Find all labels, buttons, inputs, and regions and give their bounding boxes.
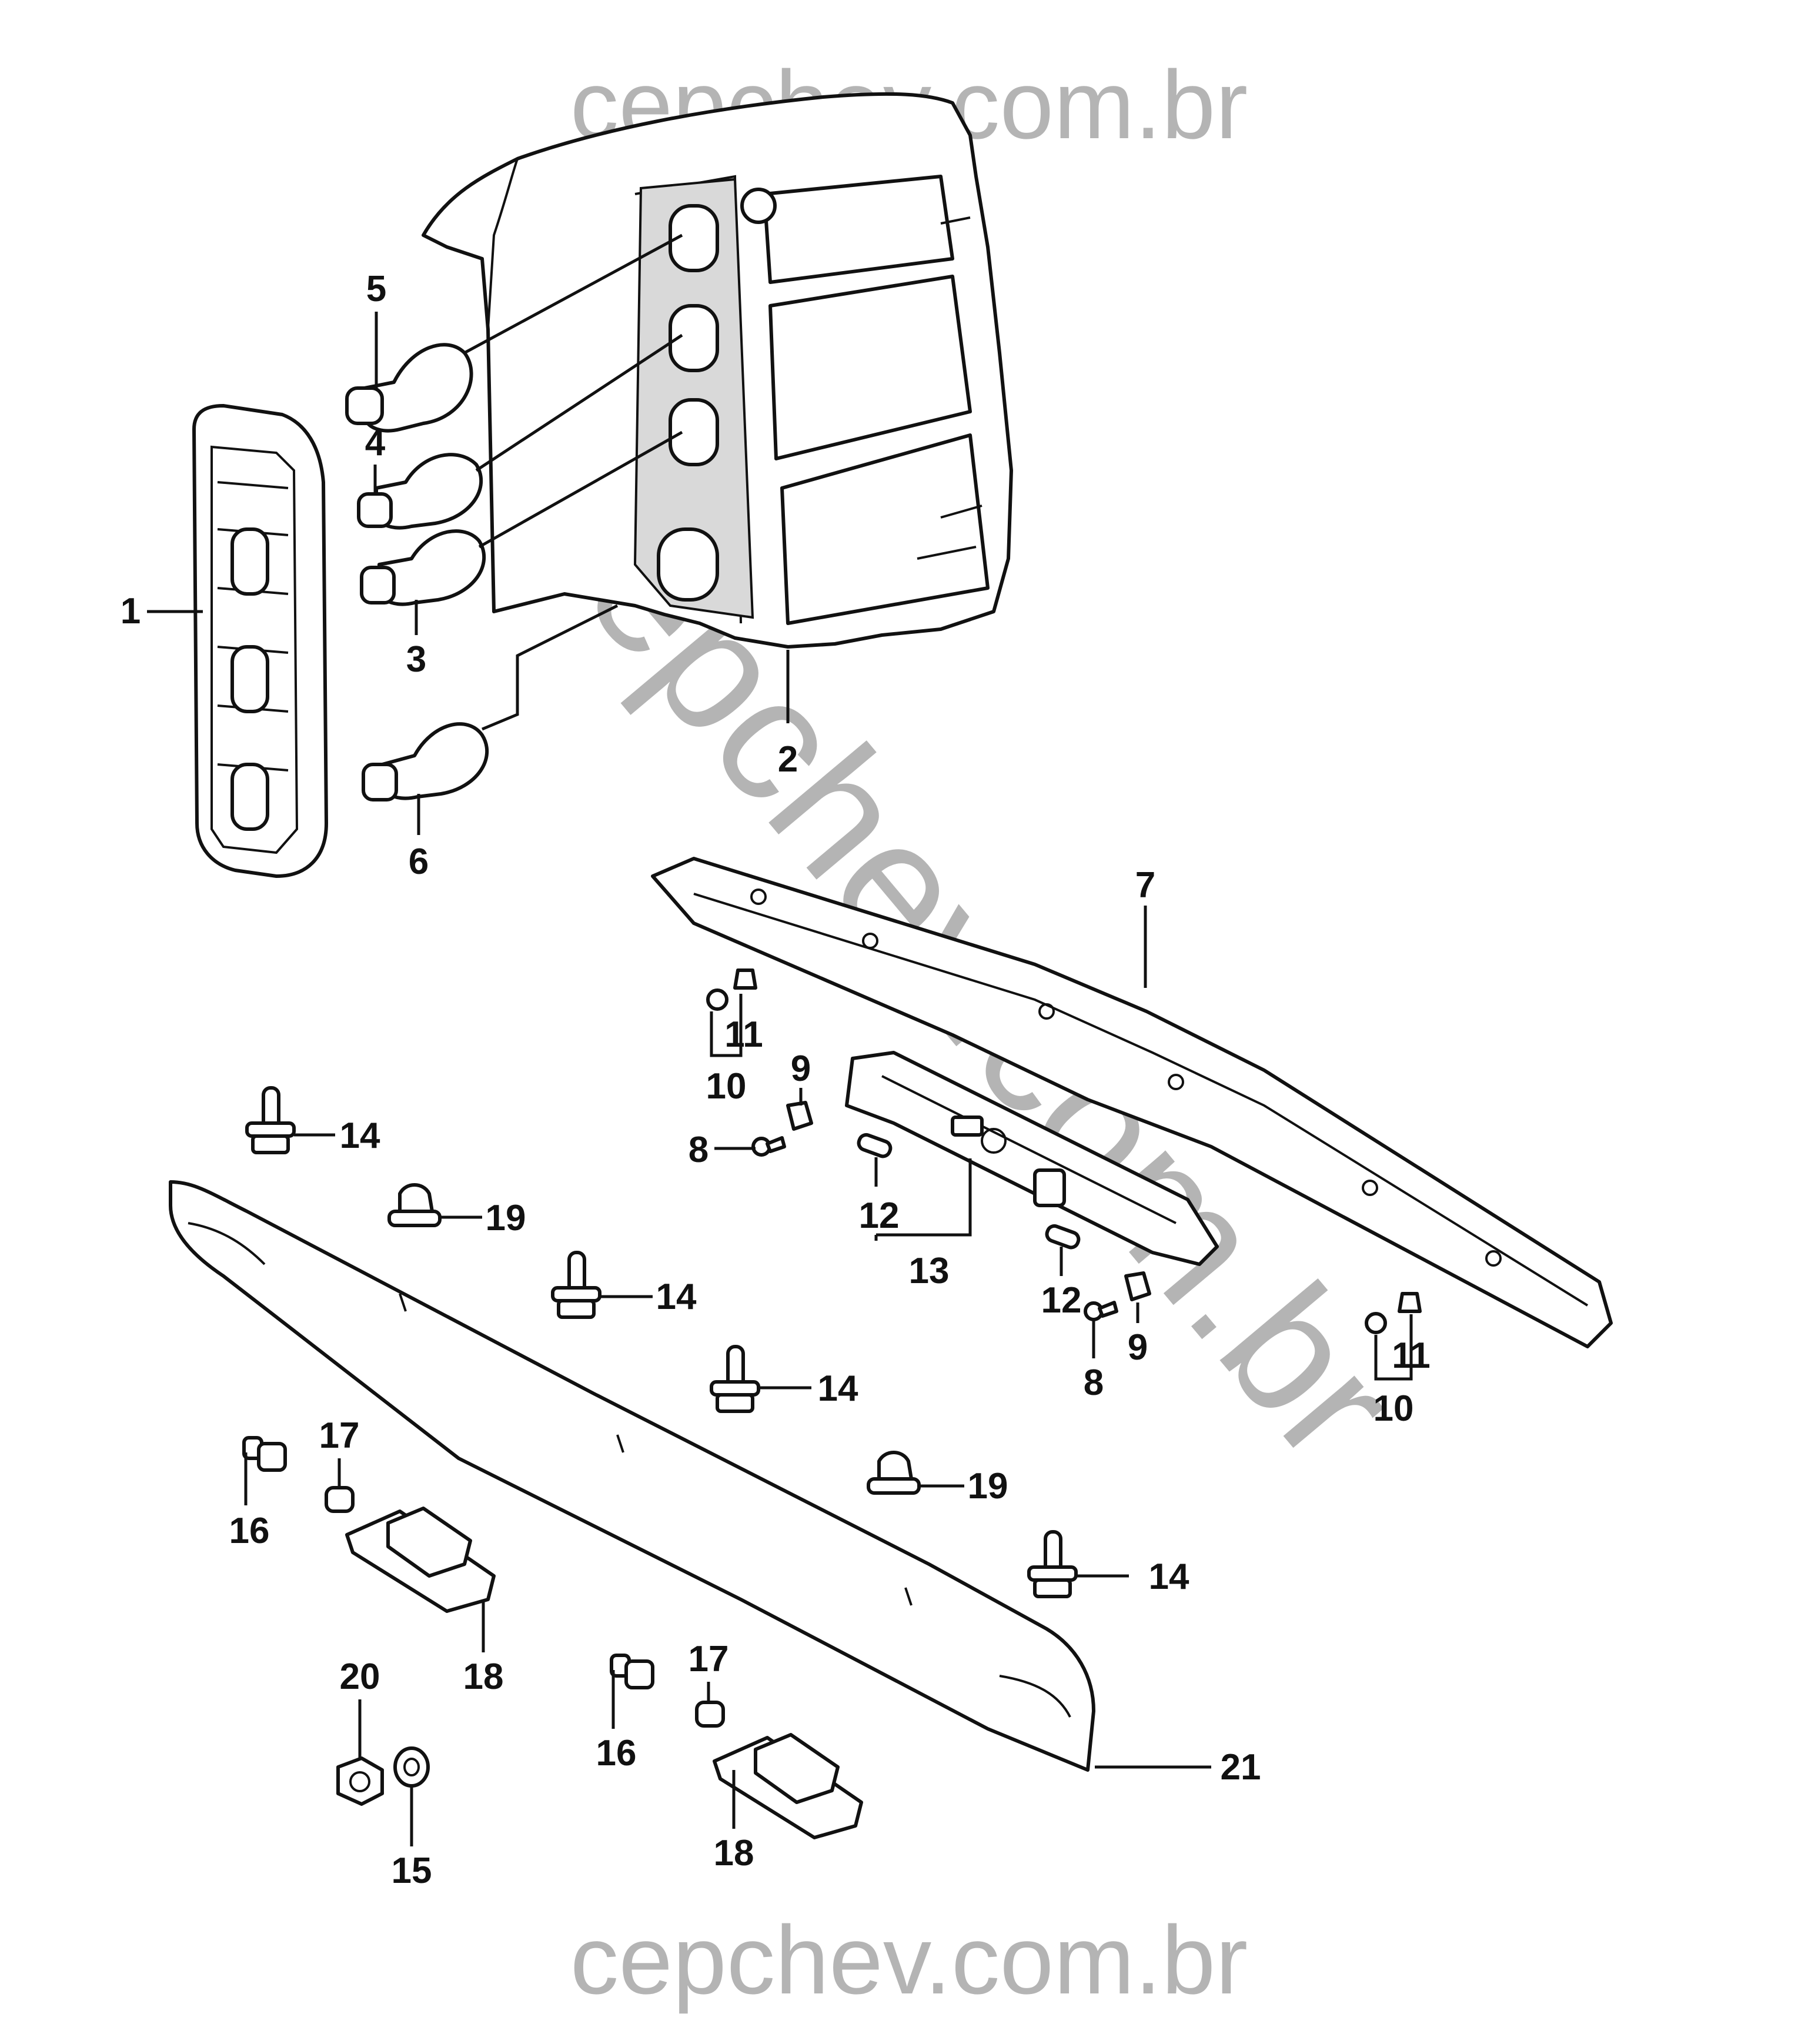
callout-12-a: 12 <box>859 1195 900 1236</box>
callout-16-b: 16 <box>596 1733 637 1774</box>
callout-7: 7 <box>1135 865 1155 906</box>
bulb-6-leader <box>482 604 619 731</box>
callout-10-a: 10 <box>706 1066 747 1107</box>
light-bar-13 <box>845 1051 1219 1266</box>
callout-11-b: 11 <box>1392 1335 1431 1376</box>
screw-8-a <box>751 1136 786 1157</box>
license-lamp-18-a <box>345 1507 496 1613</box>
callout-5: 5 <box>366 269 386 309</box>
bulb-3 <box>360 529 486 606</box>
push-pin-14-a <box>245 1086 296 1154</box>
washer-10-b <box>1365 1312 1387 1334</box>
callout-14-c: 14 <box>818 1368 858 1409</box>
push-pin-14-b <box>551 1251 601 1319</box>
tail-lamp-housing <box>422 92 1013 649</box>
callout-12-b: 12 <box>1041 1280 1082 1321</box>
bulb-3-leader <box>478 430 683 549</box>
bulb-4 <box>357 453 483 530</box>
callout-2: 2 <box>778 739 798 780</box>
callout-17-b: 17 <box>689 1639 729 1679</box>
screw-8-b <box>1084 1301 1118 1321</box>
nut-11-b <box>1398 1292 1422 1313</box>
sleeve-17-a <box>325 1486 355 1513</box>
callout-18-b: 18 <box>714 1833 754 1873</box>
callout-21: 21 <box>1221 1747 1261 1788</box>
callout-8-b: 8 <box>1084 1362 1104 1403</box>
bulb-16-b <box>610 1654 654 1689</box>
callout-3: 3 <box>406 639 426 680</box>
callout-6: 6 <box>409 841 429 882</box>
pin-12-a <box>857 1133 893 1158</box>
washer-15 <box>393 1746 430 1788</box>
leader-10-11-a <box>710 994 743 1057</box>
washer-10-a <box>706 988 728 1011</box>
bulb-5 <box>345 343 473 433</box>
callout-17-a: 17 <box>319 1415 360 1456</box>
bulb-6 <box>362 722 489 801</box>
pin-12-b <box>1045 1224 1081 1250</box>
callout-15: 15 <box>392 1851 432 1891</box>
sleeve-17-b <box>695 1701 725 1728</box>
callout-9-b: 9 <box>1128 1327 1148 1368</box>
leader-10-11-b <box>1374 1314 1413 1381</box>
callout-18-a: 18 <box>463 1656 504 1697</box>
leader-12-13 <box>874 1157 972 1241</box>
callout-9-a: 9 <box>791 1048 811 1089</box>
nut-11-a <box>733 968 757 990</box>
bulb-16-a <box>242 1436 287 1472</box>
callout-16-a: 16 <box>229 1511 270 1551</box>
callout-10-b: 10 <box>1373 1388 1414 1429</box>
push-pin-14-d <box>1027 1530 1078 1598</box>
bracket-7 <box>651 857 1613 1348</box>
callout-14-a: 14 <box>340 1115 380 1156</box>
tail-lamp-lens <box>192 404 328 878</box>
clip-9-b <box>1124 1271 1151 1301</box>
callout-14-d: 14 <box>1149 1557 1189 1597</box>
callout-11-a: 11 <box>724 1014 763 1055</box>
bulb-4-leader <box>475 333 683 472</box>
callout-20: 20 <box>340 1656 380 1697</box>
callout-1: 1 <box>121 591 141 632</box>
callout-4: 4 <box>365 423 386 463</box>
nut-20 <box>336 1756 384 1806</box>
clip-19-b <box>867 1451 921 1495</box>
callout-19-a: 19 <box>486 1198 526 1238</box>
watermark-bottom: cepchev.com.br <box>570 1906 1248 2014</box>
clip-19-a <box>387 1183 442 1227</box>
license-lamp-18-b <box>713 1733 863 1839</box>
callout-8-a: 8 <box>689 1130 709 1170</box>
trim-21 <box>169 1180 1095 1772</box>
callout-13: 13 <box>909 1251 950 1291</box>
push-pin-14-c <box>710 1345 760 1413</box>
bulb-5-leader <box>463 233 683 355</box>
clip-9-a <box>786 1101 813 1131</box>
callout-19-b: 19 <box>968 1466 1008 1507</box>
callout-14-b: 14 <box>656 1277 697 1317</box>
